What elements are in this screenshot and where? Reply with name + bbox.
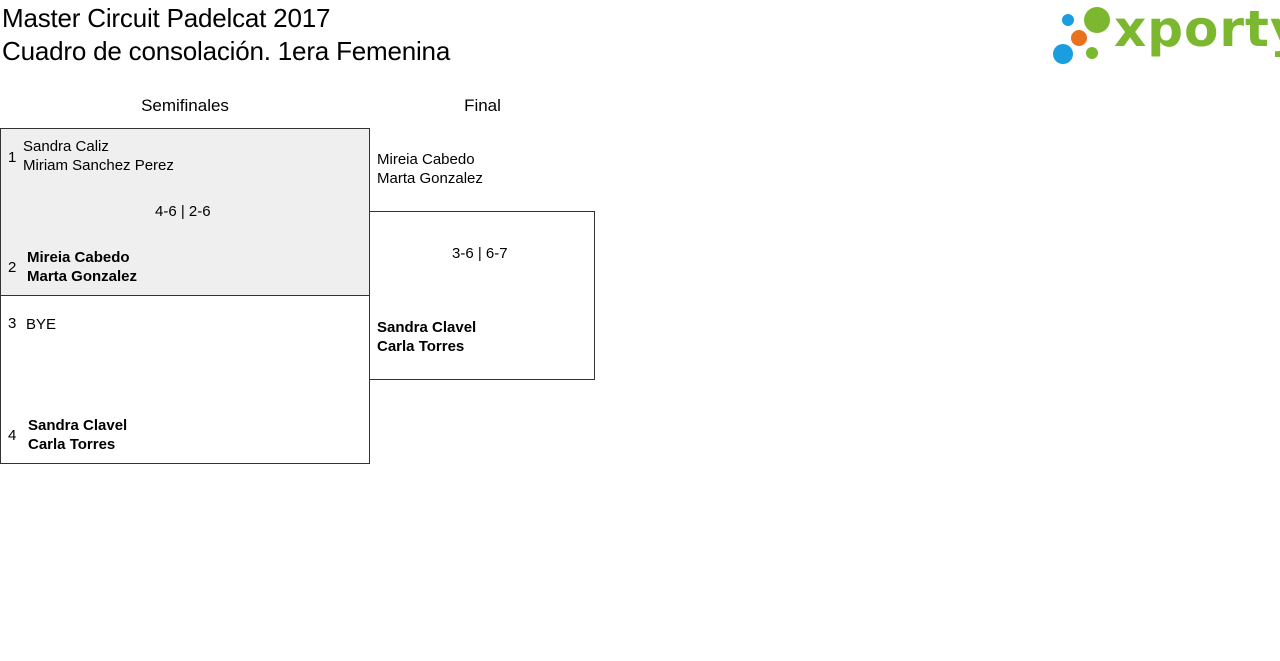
player-name: Carla Torres bbox=[377, 338, 465, 355]
player-name: Mireia Cabedo bbox=[27, 249, 130, 266]
team-2-names-winner: Mireia Cabedo Marta Gonzalez bbox=[27, 248, 137, 286]
team-1-names: Sandra Caliz Miriam Sanchez Perez bbox=[23, 137, 174, 175]
player-name: Carla Torres bbox=[28, 436, 116, 453]
semifinal-match-1[interactable]: 1 Sandra Caliz Miriam Sanchez Perez 4-6 … bbox=[0, 128, 370, 296]
round-label-semifinals: Semifinales bbox=[141, 96, 229, 115]
bye-label: BYE bbox=[26, 316, 57, 333]
page-subtitle: Cuadro de consolación. 1era Femenina bbox=[2, 36, 451, 66]
match-score: 3-6 | 6-7 bbox=[452, 245, 508, 262]
team-1-names: BYE bbox=[26, 315, 56, 334]
page-title: Master Circuit Padelcat 2017 bbox=[2, 3, 331, 33]
player-name: Miriam Sanchez Perez bbox=[23, 157, 174, 174]
team-2-names-winner: Sandra Clavel Carla Torres bbox=[28, 416, 127, 454]
page-header: Master Circuit Padelcat 2017 Cuadro de c… bbox=[2, 2, 450, 68]
semifinal-match-2[interactable]: 3 BYE 4 Sandra Clavel Carla Torres bbox=[0, 295, 370, 464]
player-name: Mireia Cabedo bbox=[377, 151, 475, 168]
seed-number: 2 bbox=[8, 259, 17, 276]
match-score: 4-6 | 2-6 bbox=[155, 203, 211, 220]
player-name: Marta Gonzalez bbox=[27, 268, 138, 285]
player-name: Sandra Caliz bbox=[23, 138, 109, 155]
logo-dots-icon bbox=[1053, 7, 1110, 64]
player-name: Sandra Clavel bbox=[28, 417, 128, 434]
final-match[interactable]: 3-6 | 6-7 Sandra Clavel Carla Torres bbox=[369, 211, 595, 380]
seed-number: 1 bbox=[8, 149, 17, 166]
xporty-logo[interactable]: xporty bbox=[1050, 0, 1280, 66]
player-name: Sandra Clavel bbox=[377, 319, 477, 336]
seed-number: 3 bbox=[8, 315, 17, 332]
player-name: Marta Gonzalez bbox=[377, 170, 483, 187]
logo-text: xporty bbox=[1114, 0, 1280, 58]
final-team-2-names-winner: Sandra Clavel Carla Torres bbox=[377, 318, 476, 356]
seed-number: 4 bbox=[8, 427, 17, 444]
final-team-1-names: Mireia Cabedo Marta Gonzalez bbox=[377, 150, 483, 188]
round-label-final: Final bbox=[464, 96, 501, 115]
